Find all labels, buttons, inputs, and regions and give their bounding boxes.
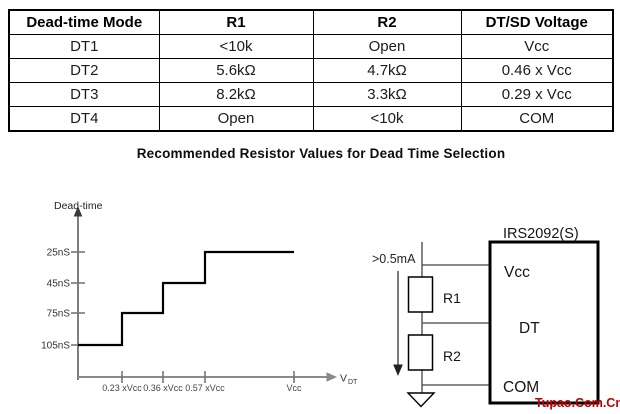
table-cell: COM xyxy=(460,106,614,132)
pin-label-dt: DT xyxy=(519,320,540,337)
y-axis-label: Dead-time xyxy=(54,200,103,212)
dead-time-circuit: >0.5mA R1 R2 IRS2092(S) Vcc DT COM xyxy=(372,226,600,408)
x-tick-label: 0.36 xVcc xyxy=(143,383,183,393)
table-cell: 0.29 x Vcc xyxy=(460,82,614,107)
x-axis-label-subscript: DT xyxy=(348,379,358,386)
step-line xyxy=(78,250,294,347)
table-cell: 4.7kΩ xyxy=(312,58,462,83)
ic-box xyxy=(488,240,600,405)
dead-time-chart: Dead-time 25nS 45nS 75nS 105nS 0.23 xVcc… xyxy=(41,200,358,393)
table-cell: DT4 xyxy=(8,106,160,132)
pin-label-vcc: Vcc xyxy=(504,264,530,281)
ic-name-label: IRS2092(S) xyxy=(503,226,579,242)
x-tick-label: 0.57 xVcc xyxy=(185,383,225,393)
ground-icon xyxy=(406,392,436,408)
table-cell: <10k xyxy=(312,106,462,132)
resistor-r2-symbol xyxy=(407,334,434,371)
resistor-r1-symbol xyxy=(407,276,434,313)
resistor-r2-label: R2 xyxy=(443,348,461,364)
current-arrow-icon xyxy=(393,364,403,376)
resistor-r1-label: R1 xyxy=(443,290,461,306)
figure-caption: Recommended Resistor Values for Dead Tim… xyxy=(136,146,506,161)
y-tick-label: 75nS xyxy=(47,309,71,320)
table-cell: DT3 xyxy=(8,82,160,107)
x-axis-label: V xyxy=(340,373,347,385)
y-tick-label: 105nS xyxy=(41,341,70,352)
col-header-r1: R1 xyxy=(158,9,314,35)
table-header-row: Dead-time Mode R1 R2 DT/SD Voltage xyxy=(8,9,614,35)
table-cell: 3.3kΩ xyxy=(312,82,462,107)
x-tick-label: Vcc xyxy=(286,383,302,393)
table-cell: Vcc xyxy=(460,34,614,59)
dead-time-table: Dead-time Mode R1 R2 DT/SD Voltage DT1 <… xyxy=(8,9,614,132)
y-axis-arrow-icon xyxy=(73,206,83,217)
table-cell: 8.2kΩ xyxy=(158,82,314,107)
x-tick-label: 0.23 xVcc xyxy=(102,383,142,393)
table-row: DT3 8.2kΩ 3.3kΩ 0.29 x Vcc xyxy=(8,82,614,107)
y-tick-label: 25nS xyxy=(47,248,71,259)
current-label: >0.5mA xyxy=(372,252,416,266)
x-axis-arrow-icon xyxy=(326,372,337,382)
y-tick-label: 45nS xyxy=(47,279,71,290)
table-cell: DT2 xyxy=(8,58,160,83)
table-row: DT4 Open <10k COM xyxy=(8,106,614,132)
table-row: DT1 <10k Open Vcc xyxy=(8,34,614,59)
watermark: Tupao.Com.Cn xyxy=(535,396,620,410)
table-cell: Open xyxy=(158,106,314,132)
pin-label-com: COM xyxy=(503,379,539,396)
